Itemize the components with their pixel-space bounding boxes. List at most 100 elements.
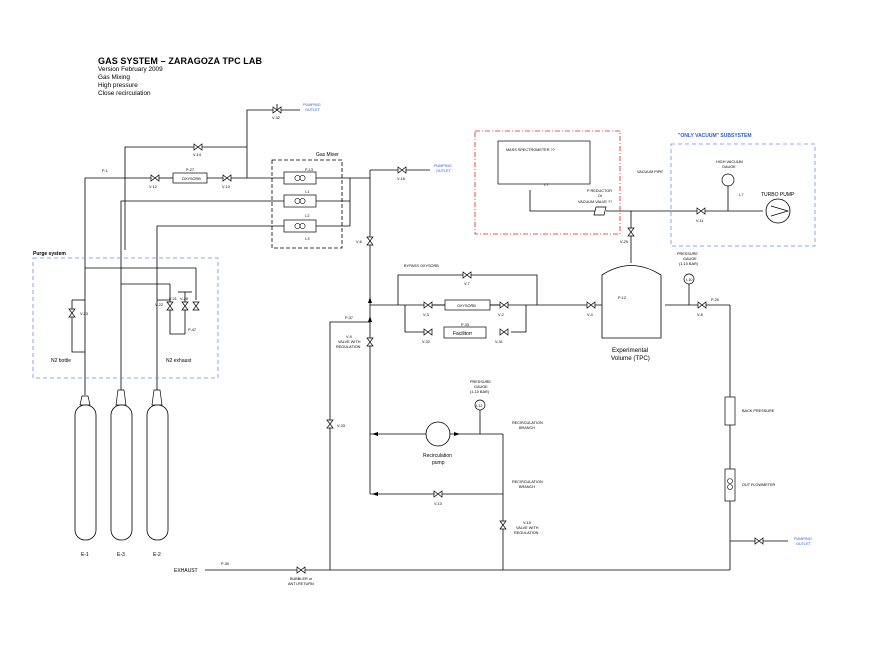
label-pg1-3: (1-10 BAR)	[679, 262, 699, 266]
title-block: GAS SYSTEM – ZARAGOZA TPC LAB Version Fe…	[98, 56, 262, 98]
label-p-reductor-1: P REDUCTOR	[587, 189, 612, 193]
valve-v3[interactable]	[423, 301, 433, 309]
label-exhaust: EXHAUST	[174, 568, 198, 574]
pumping-outlet-1-line1: PUMPING	[303, 103, 321, 107]
label-p13: P-13	[305, 168, 313, 172]
recirculation-pump-icon	[425, 421, 451, 447]
label-v9-3: REGULATION	[336, 345, 361, 349]
label-v32b: V-32	[422, 340, 430, 344]
label-v28: V-28	[180, 297, 188, 301]
valve-v4[interactable]	[586, 301, 596, 309]
valve-v7[interactable]	[462, 271, 472, 279]
label-bubbler-2: ANTI-RETURN	[288, 582, 314, 586]
label-pg1-2: GAUGE	[683, 257, 697, 261]
label-v12: V-12	[149, 185, 157, 189]
valve-v10[interactable]	[433, 490, 443, 498]
title-line-2: Gas Mixing	[98, 74, 130, 81]
label-recirc-pump-2: pump	[432, 460, 445, 466]
high-vacuum-gauge-icon	[721, 173, 735, 187]
valve-v31[interactable]	[499, 328, 509, 336]
valve-v2[interactable]	[499, 301, 509, 309]
title-line-4: Close recirculation	[98, 90, 151, 97]
label-experimental-1: Experimental	[612, 347, 648, 354]
label-p20: P-20	[711, 298, 719, 302]
label-p-reductor-3: VACUUM VALVE ??	[578, 200, 612, 204]
label-v2: V-2	[498, 313, 504, 317]
diagram-title: GAS SYSTEM – ZARAGOZA TPC LAB	[98, 56, 263, 66]
label-oxysorb-2: OXYSORB	[457, 304, 476, 308]
label-p12: P-12	[618, 296, 626, 300]
label-p30: P-30	[221, 562, 229, 566]
turbo-pump-icon	[765, 198, 791, 224]
label-pg2-3: (1-10 BAR)	[470, 390, 490, 394]
label-p1: P-1	[102, 169, 108, 173]
gas-bottle-e2	[146, 389, 169, 541]
label-i3: I-3	[305, 237, 309, 241]
label-high-vacuum-1: HIGH VACUUM	[716, 160, 743, 164]
label-v22: V-22	[155, 303, 163, 307]
valve-v29[interactable]	[627, 227, 635, 237]
pumping-outlet-2-line1: PUMPING	[434, 164, 452, 168]
gas-bottle-e1	[74, 395, 97, 541]
label-recirc-pump-1: Recirculation	[423, 453, 452, 459]
label-v15-3: REGULATION	[514, 531, 539, 535]
back-pressure-regulator	[724, 396, 736, 426]
flowmeter-i1	[283, 194, 317, 208]
label-n2-bottle: N2 bottle	[51, 358, 71, 364]
valve-v32b[interactable]	[423, 328, 433, 336]
valve-v11[interactable]	[696, 207, 706, 215]
valve-v28[interactable]	[192, 301, 200, 311]
pumping-outlet-2-line2: OUTLET	[436, 169, 452, 173]
valve-v8[interactable]	[697, 301, 707, 309]
label-v3: V-3	[423, 313, 429, 317]
valve-v15[interactable]	[499, 520, 507, 530]
label-i7-ms: I-7	[544, 183, 548, 187]
tpc-vessel	[601, 265, 662, 339]
label-v4: V-4	[587, 313, 593, 317]
label-e3: E-3	[117, 552, 125, 558]
valve-v33[interactable]	[326, 419, 334, 429]
out-flowmeter-icon-bottom	[727, 484, 733, 490]
out-flowmeter-icon-top	[727, 478, 733, 484]
label-p37-top: P-37	[345, 316, 353, 320]
label-v31: V-31	[495, 340, 503, 344]
valve-v12[interactable]	[150, 174, 160, 182]
valve-pumping-outlet-3[interactable]	[754, 537, 764, 545]
valve-v21[interactable]	[181, 301, 189, 311]
label-recirc-branch-1a: RECIRCULATION	[512, 421, 543, 425]
mass-spectrometer-region	[474, 130, 621, 235]
valve-v23[interactable]	[68, 308, 76, 318]
pressure-reductor-icon[interactable]	[593, 206, 607, 216]
label-v10: V-10	[434, 502, 442, 506]
valve-v22[interactable]	[166, 301, 174, 311]
label-out-flowmeter: OUT FLOWMETER	[742, 483, 776, 487]
valve-v16[interactable]	[397, 166, 407, 174]
label-bypass: BYPASS OXYSORB	[404, 264, 439, 268]
valve-bubbler[interactable]	[296, 566, 306, 574]
label-pg2-1: PRESSURE	[470, 380, 491, 384]
vacuum-subsystem-box	[670, 143, 816, 247]
label-i7-vac: I-7	[739, 193, 743, 197]
label-v9-1: V-9	[346, 335, 352, 339]
label-pg2-2: GAUGE	[474, 385, 488, 389]
label-v8: V-8	[697, 313, 703, 317]
label-back-pressure: BACK PRESSURE	[742, 409, 775, 413]
valve-v13[interactable]	[222, 174, 232, 182]
oxysorb-filter-1	[172, 172, 208, 184]
gas-mixer-box	[271, 159, 343, 249]
purge-system-title: Purge system	[33, 251, 66, 257]
label-v6: V-6	[356, 240, 362, 244]
valve-v9[interactable]	[366, 337, 374, 347]
label-i1: I-1	[305, 190, 309, 194]
label-i12: I-12	[476, 404, 483, 408]
flowmeter-i2	[283, 219, 317, 233]
label-v7: V-7	[464, 282, 470, 286]
label-v29: V-29	[620, 240, 628, 244]
label-v9-2: VALVE WITH	[338, 340, 361, 344]
label-v13: V-13	[222, 185, 230, 189]
label-v15-1: V-15	[523, 521, 531, 525]
label-n2-exhaust: N2 exhaust	[166, 358, 192, 364]
label-bubbler-1: BUBBLER or	[290, 577, 313, 581]
valve-v14[interactable]	[193, 143, 203, 151]
valve-v6[interactable]	[366, 236, 374, 246]
